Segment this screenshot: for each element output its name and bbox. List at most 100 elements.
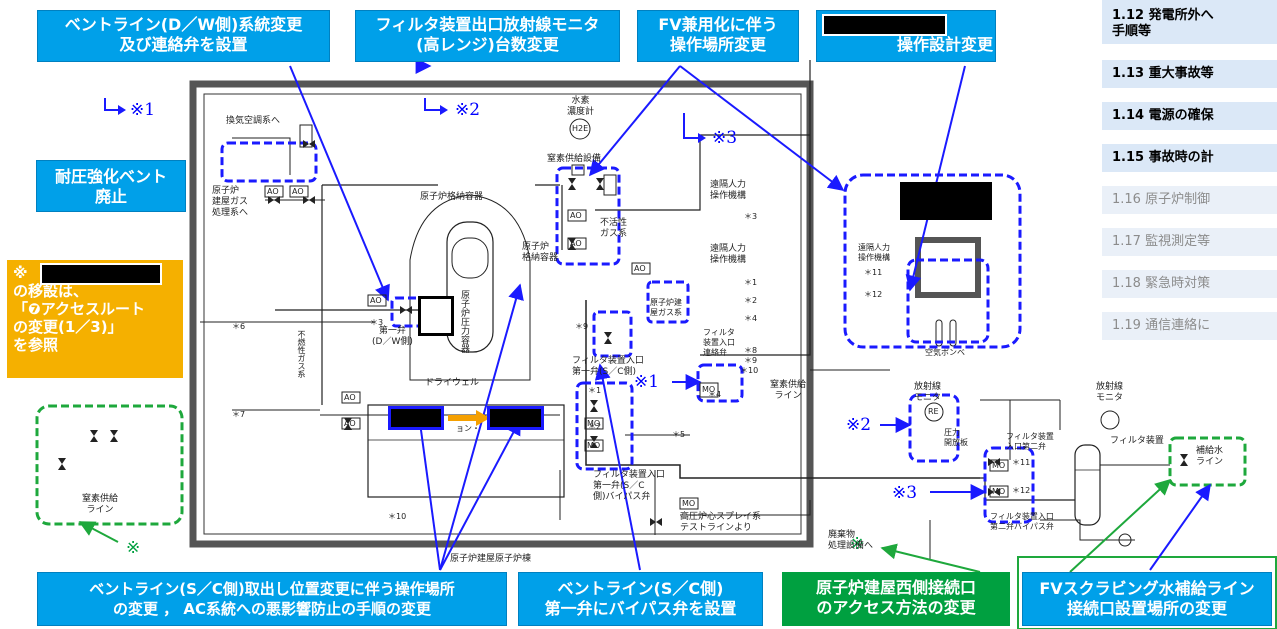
callout-vent-sc-bypass: ベントライン(S／C側) 第一弁にバイパス弁を設置 bbox=[518, 572, 763, 626]
callout-vent-sc-change: ベントライン(S／C側)取出し位置変更に伴う操作場所 の変更 ， AC系統への悪… bbox=[37, 572, 507, 626]
label-star-10: ＊10 bbox=[388, 512, 407, 521]
label-star-2-b: ＊2 bbox=[744, 296, 758, 305]
label-ao: AO bbox=[570, 239, 582, 248]
callout-west-access: 原子炉建屋西側接続口 のアクセス方法の変更 bbox=[782, 572, 1010, 626]
label-h2-meter: 水素 濃度計 bbox=[567, 96, 595, 117]
mark-3-b: ※3 bbox=[892, 483, 918, 503]
label-star-12: ＊12 bbox=[864, 290, 883, 299]
callout-filter-monitor: フィルタ装置出口放射線モニタ (高レンジ)台数変更 bbox=[355, 10, 620, 62]
label-rad-monitor: 放射線 モニタ bbox=[914, 382, 942, 403]
mark-green-left: ※ bbox=[126, 538, 141, 558]
toc-label: 1.19 通信連絡に bbox=[1112, 318, 1211, 333]
callout-vent-dw: ベントライン(D／W側)系統変更 及び連絡弁を設置 bbox=[37, 10, 330, 62]
label-ao: AO bbox=[267, 187, 279, 196]
toc-row-1-19[interactable]: 1.19 通信連絡に bbox=[1102, 312, 1277, 340]
reactor-building-wall bbox=[189, 80, 814, 548]
label-star-1: ＊1 bbox=[588, 386, 602, 395]
label-filter-inlet-link: フィルタ 装置入口 連絡弁 bbox=[703, 328, 735, 357]
label-star-3-b: ＊3 bbox=[744, 212, 758, 221]
label-mo: MO bbox=[587, 441, 601, 450]
redaction-box bbox=[418, 296, 454, 336]
label-star-7: ＊7 bbox=[232, 410, 246, 419]
label-rb-side: 原子炉建 屋ガス系 bbox=[650, 298, 682, 317]
label-n2-line-left: 窒素供給 ライン bbox=[82, 494, 119, 515]
toc-row-1-18[interactable]: 1.18 緊急時対策 bbox=[1102, 270, 1277, 298]
toc-row-1-15[interactable]: 1.15 事故時の計 bbox=[1102, 144, 1277, 172]
mark-1-b: ※1 bbox=[634, 372, 660, 392]
mark-2: ※2 bbox=[455, 100, 481, 120]
label-rb-bottom: 原子炉建屋原子炉棟 bbox=[450, 554, 532, 564]
label-nonflam: 不燃性ガス系 bbox=[297, 330, 306, 378]
label-remote-ops-3: 遠隔人力 操作機構 bbox=[858, 243, 890, 262]
label-rupture-disc: 圧力 開放板 bbox=[944, 428, 968, 447]
dash-box-n2-left bbox=[35, 404, 184, 526]
label-remote-ops-1: 遠隔人力 操作機構 bbox=[710, 180, 747, 201]
label-rb-gas: 原子炉 建屋ガス 処理系へ bbox=[212, 186, 249, 218]
label-filter-inlet-sc: フィルタ装置入口 第一弁(S／C側) bbox=[572, 356, 644, 377]
label-ao: AO bbox=[292, 187, 304, 196]
label-star-11: ＊11 bbox=[864, 268, 883, 277]
label-hpcs: 高圧炉心スプレイ系 テストラインより bbox=[680, 512, 762, 533]
label-mo: MO bbox=[587, 419, 601, 428]
mark-2-b: ※2 bbox=[846, 415, 872, 435]
label-mo: MO bbox=[992, 487, 1006, 496]
redaction-box bbox=[388, 406, 444, 430]
label-n2-line: 窒素供給 ライン bbox=[770, 380, 807, 401]
label-filter-device: フィルタ装置 bbox=[1110, 436, 1164, 446]
label-star-12-b: ＊12 bbox=[1012, 486, 1031, 495]
toc-label: 1.14 電源の確保 bbox=[1112, 108, 1214, 123]
label-rad-monitor-2: 放射線 モニタ bbox=[1096, 382, 1124, 403]
mark-3: ※3 bbox=[712, 128, 738, 148]
redaction-box bbox=[900, 182, 992, 220]
label-drywell: ドライウェル bbox=[425, 378, 480, 388]
mark-1: ※1 bbox=[130, 100, 156, 120]
redaction-box bbox=[822, 14, 947, 36]
label-star-6: ＊6 bbox=[232, 322, 246, 331]
callout-vent-abolish: 耐圧強化ベント 廃止 bbox=[36, 160, 186, 212]
label-star-3: ＊3 bbox=[370, 318, 384, 327]
label-star-10-b: ＊10 bbox=[740, 366, 759, 375]
label-rx-pcv: 原子炉 格納容器 bbox=[522, 242, 559, 263]
label-makeup-line: 補給水 ライン bbox=[1196, 446, 1224, 467]
toc-row-1-13[interactable]: 1.13 重大事故等 bbox=[1102, 60, 1277, 88]
toc-label: 1.17 監視測定等 bbox=[1112, 234, 1211, 249]
toc-label: 1.13 重大事故等 bbox=[1112, 66, 1214, 81]
label-remote-ops-2: 遠隔人力 操作機構 bbox=[710, 244, 747, 265]
label-mo: MO bbox=[992, 461, 1006, 470]
label-dw-valve: 第一弁 (D／W側) bbox=[372, 326, 413, 347]
label-hvac: 換気空調系へ bbox=[226, 116, 281, 126]
toc-label: 1.15 事故時の計 bbox=[1112, 150, 1214, 165]
label-air-cylinder: 空気ボンベ bbox=[925, 348, 965, 357]
label-star-4: ＊4 bbox=[708, 390, 722, 399]
label-star-9: ＊9 bbox=[575, 322, 589, 331]
label-star-1-b: ＊1 bbox=[744, 278, 758, 287]
filter-device-vessel bbox=[1074, 444, 1101, 526]
callout-fv-ops: FV兼用化に伴う 操作場所変更 bbox=[637, 10, 799, 62]
label-ao: AO bbox=[634, 264, 646, 273]
label-ao: AO bbox=[370, 296, 382, 305]
toc-row-1-16[interactable]: 1.16 原子炉制御 bbox=[1102, 186, 1277, 214]
toc-row-1-17[interactable]: 1.17 監視測定等 bbox=[1102, 228, 1277, 256]
label-star-4-b: ＊4 bbox=[744, 314, 758, 323]
redaction-box bbox=[40, 263, 162, 285]
label-star-11-b: ＊11 bbox=[1012, 458, 1031, 467]
label-inert-gas: 不活性 ガス系 bbox=[600, 218, 628, 239]
label-sc-partial: ョン・ bbox=[456, 424, 480, 433]
toc-row-1-14[interactable]: 1.14 電源の確保 bbox=[1102, 102, 1277, 130]
label-star-5: ＊5 bbox=[672, 430, 686, 439]
toc-label: 1.16 原子炉制御 bbox=[1112, 192, 1211, 207]
label-filter-inlet-bypass: フィルタ装置入口 第一弁(S／C 側)バイパス弁 bbox=[593, 470, 665, 502]
label-n2-supply: 窒素供給設備 bbox=[547, 154, 602, 164]
dash-box-ao-hvac bbox=[220, 141, 318, 183]
callout-scrub-supply: FVスクラビング水補給ライン 接続口設置場所の変更 bbox=[1022, 572, 1272, 626]
label-ao: AO bbox=[344, 419, 356, 428]
rpv-outline bbox=[446, 221, 494, 353]
label-filter-2nd: フィルタ装置 入口第二弁 bbox=[1006, 432, 1054, 451]
label-ao: AO bbox=[570, 211, 582, 220]
label-pcv: 原子炉格納容器 bbox=[420, 192, 484, 202]
toc-row-1-12[interactable]: 1.12 発電所外へ 手順等 bbox=[1102, 0, 1277, 44]
toc-label: 1.18 緊急時対策 bbox=[1112, 276, 1211, 291]
label-star-8: ＊8 bbox=[744, 346, 758, 355]
label-mo: MO bbox=[702, 385, 716, 394]
